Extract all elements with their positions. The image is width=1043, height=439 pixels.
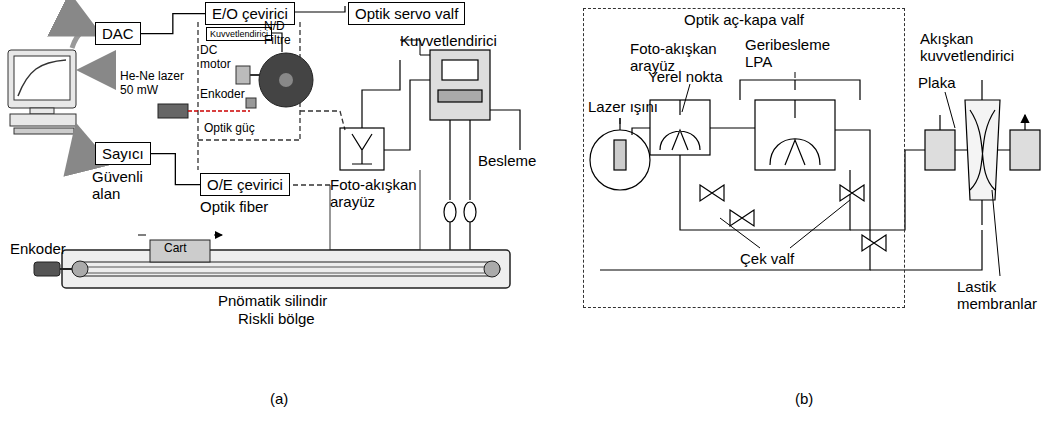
cylinder-label: Pnömatik silindir — [218, 292, 327, 309]
dac-box: DAC — [95, 22, 141, 45]
signal-arrow — [72, 30, 94, 48]
signal-arrow — [84, 68, 92, 72]
optical-fiber — [285, 184, 330, 185]
check-valve-label: Çek valf — [740, 250, 794, 267]
computer — [8, 50, 76, 134]
optical-fiber — [300, 111, 345, 130]
nd-filter-disk — [236, 53, 313, 107]
laser-label: He-Ne lazer 50 mW — [120, 70, 192, 98]
connector — [151, 154, 200, 185]
amplifier-label: Akışkan kuvvetlendirici — [920, 30, 1038, 65]
fiber-label: Optik fiber — [200, 198, 268, 215]
motor-label: DC motor — [200, 44, 236, 72]
plate-label: Plaka — [918, 74, 956, 91]
membrane-label: Lastik membranlar — [957, 278, 1039, 313]
cart-label: Cart — [164, 242, 187, 256]
box-text: O/E çevirici — [207, 176, 283, 193]
amplifier-box: Kuvvetlendirici — [206, 27, 272, 41]
encoder-label: Enkoder — [200, 88, 245, 102]
amplifier-label: Kuvvetlendirici — [400, 32, 497, 49]
photo-fluidic-interface — [340, 60, 440, 170]
pneumatic-cylinder — [62, 235, 510, 288]
box-text: DAC — [102, 25, 134, 42]
box-text: Kuvvetlendirici — [210, 29, 268, 39]
lpa-label: Geribesleme LPA — [745, 36, 845, 71]
connector — [141, 14, 205, 34]
box-text: Sayıcı — [102, 145, 144, 162]
point-label: Yerel nokta — [648, 68, 723, 85]
valve-box: Optik servo valf — [348, 2, 465, 25]
laser-slit-disk — [590, 118, 650, 190]
leader-line — [620, 72, 1000, 276]
interface-label: Foto-akışkan arayüz — [330, 176, 426, 211]
panel-label: (b) — [795, 390, 813, 407]
fluidic-amplifier-membrane — [920, 80, 1040, 270]
filter-label: N/D Filtre — [264, 20, 306, 48]
panel-label: (a) — [270, 390, 288, 407]
zone-label: Riskli bölge — [238, 310, 315, 327]
converter-box: O/E çevirici — [200, 173, 290, 196]
signal-arrow — [78, 132, 94, 150]
power-label: Optik güç — [204, 122, 255, 136]
zone-label: Güvenli alan — [92, 168, 162, 203]
box-text: Optik aç-kapa valf — [680, 11, 808, 28]
beam-label: Lazer ışını — [588, 98, 658, 115]
encoder — [34, 262, 72, 276]
supply-label: Besleme — [478, 152, 536, 169]
counter-box: Sayıcı — [95, 142, 151, 165]
box-text: Optik servo valf — [355, 5, 458, 22]
encoder-label: Enkoder — [10, 240, 66, 257]
